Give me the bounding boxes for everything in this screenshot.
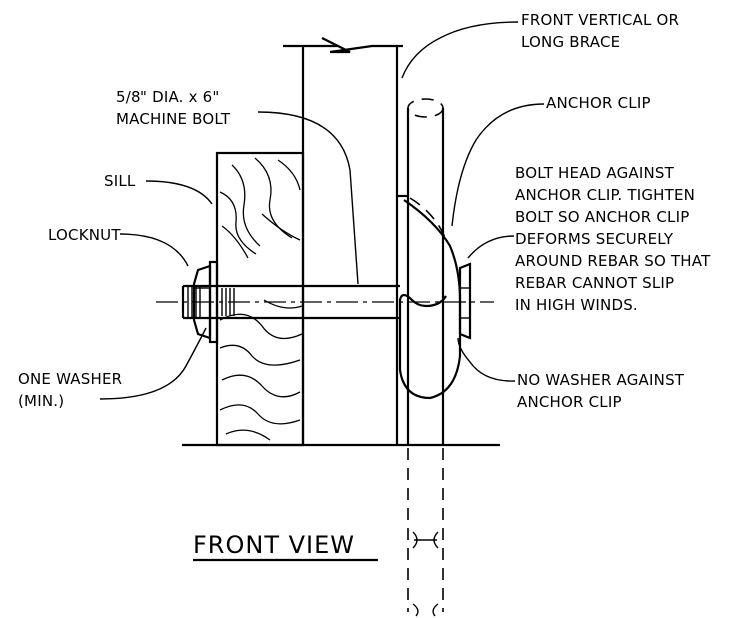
label-bolt-head-line2: ANCHOR CLIP. TIGHTEN bbox=[515, 186, 695, 204]
long-brace bbox=[283, 37, 403, 445]
leader-lines bbox=[99, 21, 545, 400]
label-locknut: LOCKNUT bbox=[48, 226, 121, 244]
label-bolt-fraction: 5/8 bbox=[116, 88, 141, 106]
label-bolt-head-line3: BOLT SO ANCHOR CLIP bbox=[515, 208, 689, 226]
label-front-brace-line1: FRONT VERTICAL OR bbox=[521, 11, 679, 29]
label-bolt-head-line5: AROUND REBAR SO THAT bbox=[515, 252, 711, 270]
label-bolt-head-line7: IN HIGH WINDS. bbox=[515, 296, 638, 314]
label-anchor-clip: ANCHOR CLIP bbox=[546, 94, 651, 112]
bolt-head bbox=[458, 262, 472, 340]
rebar bbox=[406, 98, 445, 617]
label-no-washer-line2: ANCHOR CLIP bbox=[517, 393, 622, 411]
label-bolt-head-line1: BOLT HEAD AGAINST bbox=[515, 164, 675, 182]
label-no-washer-line1: NO WASHER AGAINST bbox=[517, 371, 685, 389]
anchor-clip bbox=[397, 194, 462, 400]
label-sill: SILL bbox=[104, 172, 136, 190]
drawing-title: FRONT VIEW bbox=[193, 531, 355, 559]
label-one-washer-line1: ONE WASHER bbox=[18, 370, 122, 388]
label-bolt-head-line4: DEFORMS SECURELY bbox=[515, 230, 674, 248]
label-one-washer-line2: (MIN.) bbox=[18, 392, 64, 410]
label-front-brace-line2: LONG BRACE bbox=[521, 33, 620, 51]
label-bolt-head-line6: REBAR CANNOT SLIP bbox=[515, 274, 674, 292]
label-machine-bolt: MACHINE BOLT bbox=[116, 110, 231, 128]
label-bolt-size: " DIA. x 6" bbox=[140, 88, 219, 106]
